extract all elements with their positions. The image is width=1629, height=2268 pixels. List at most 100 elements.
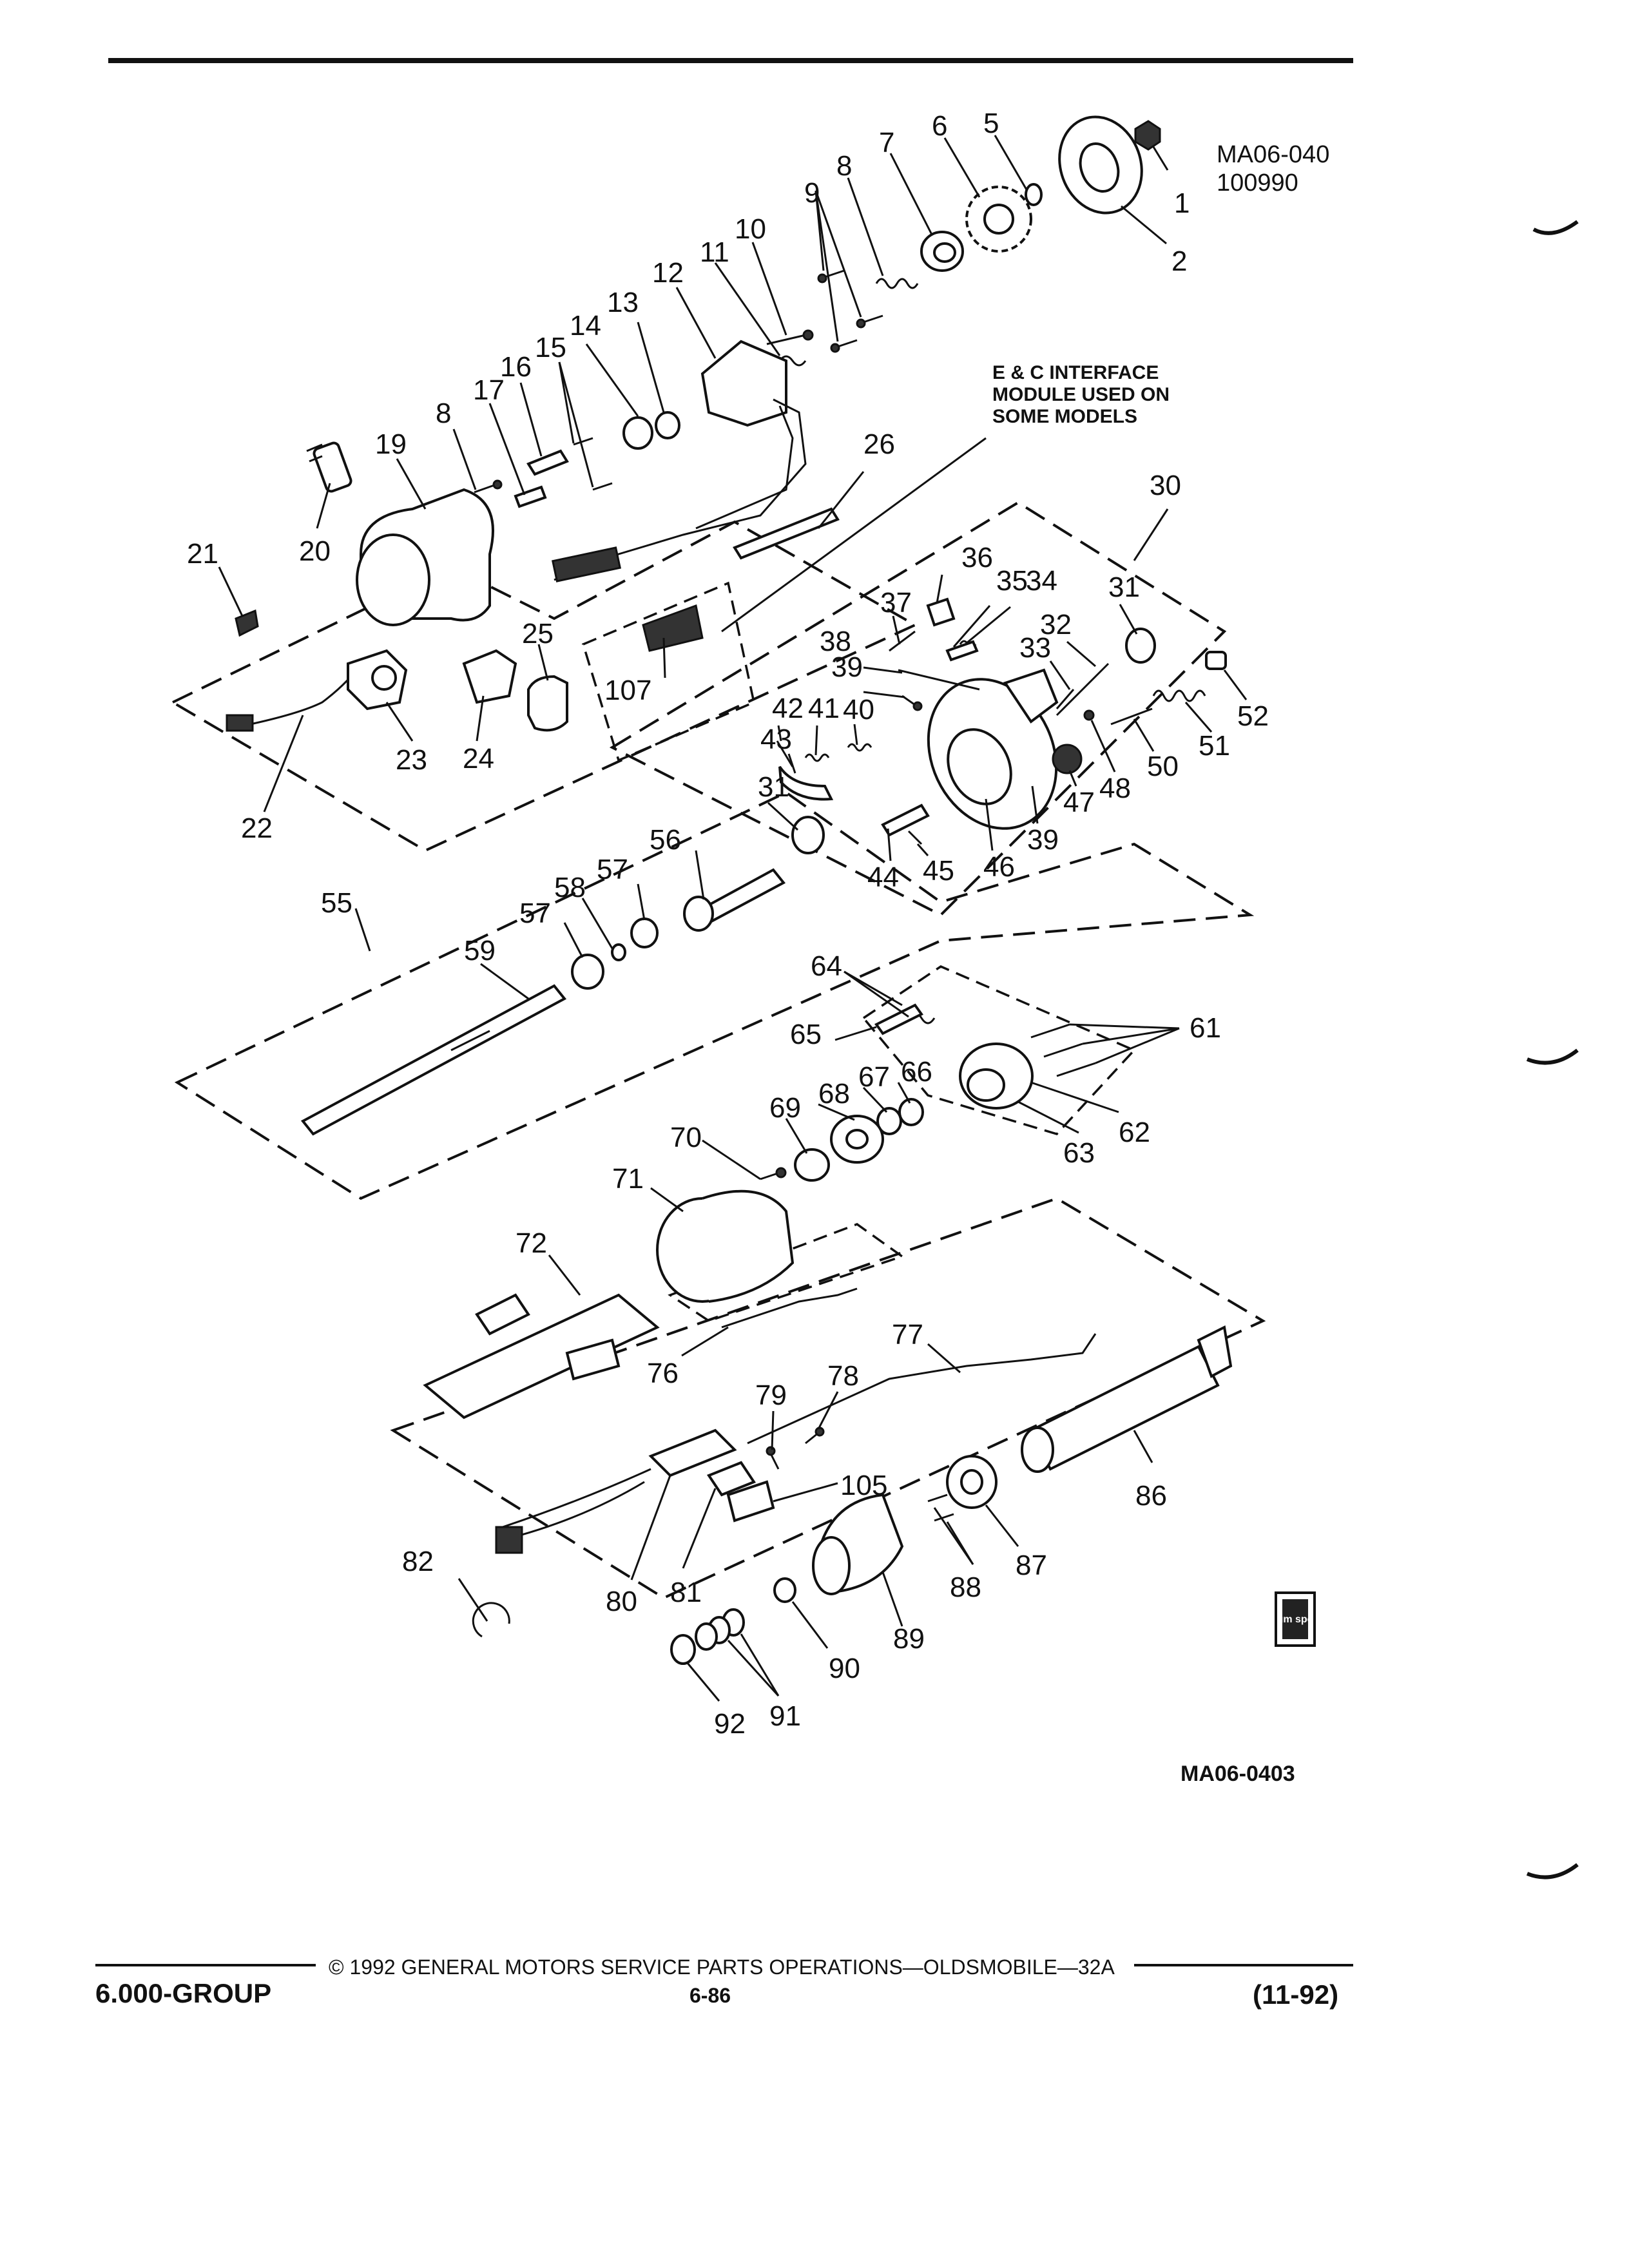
callout-label: 86 — [1135, 1480, 1167, 1512]
part-92-ring — [670, 1634, 696, 1665]
header-date: 100990 — [1217, 169, 1298, 197]
note-line: E & C INTERFACE — [992, 362, 1159, 383]
callout-label: 61 — [1190, 1012, 1221, 1044]
callout-label: 59 — [464, 935, 496, 966]
footer-copyright: © 1992 GENERAL MOTORS SERVICE PARTS OPER… — [329, 1956, 1115, 1979]
part-56-shaft — [683, 868, 786, 932]
part-15-screws — [573, 437, 613, 491]
part-44-rack — [881, 803, 930, 837]
callout-label: 63 — [1063, 1137, 1095, 1169]
part-47-nut — [1052, 744, 1083, 774]
callout-label: 68 — [818, 1078, 850, 1110]
part-7-cam — [920, 231, 964, 272]
edge-mark — [1526, 1863, 1579, 1879]
part-23-switch — [347, 649, 408, 711]
part-25-buzzer — [527, 675, 568, 732]
part-45-pin — [907, 830, 923, 845]
leader-lines — [218, 135, 1248, 1702]
callout-label: 92 — [714, 1708, 746, 1740]
group-outline-shaft — [174, 791, 1255, 1200]
callout-label: 42 — [772, 693, 804, 724]
part-9-screws — [817, 269, 883, 353]
part-6-lock-plate — [965, 186, 1032, 253]
callout-label: 66 — [901, 1056, 932, 1088]
callout-label: 80 — [606, 1586, 637, 1617]
callout-label: 62 — [1119, 1117, 1150, 1148]
callout-label: 39 — [831, 651, 863, 683]
callout-label: 41 — [808, 693, 840, 724]
part-46-lock-housing — [927, 668, 1059, 830]
part-72-jacket — [423, 1293, 660, 1419]
header-code: MA06-040 — [1217, 141, 1329, 168]
part-8-spring — [875, 278, 919, 289]
figure-id: MA06-0403 — [1181, 1762, 1295, 1786]
callout-label: 2 — [1171, 245, 1187, 277]
part-31-bearing-lower — [791, 816, 825, 854]
part-31-bearing — [1125, 628, 1156, 664]
callout-label: 24 — [463, 743, 494, 774]
part-43-lever — [778, 762, 834, 801]
callout-label: 57 — [519, 898, 551, 929]
part-78-screw — [805, 1427, 825, 1445]
part-41-spring — [804, 753, 830, 762]
callout-label: 45 — [923, 855, 954, 887]
note-leader — [721, 437, 987, 633]
part-1-nut — [1134, 120, 1161, 151]
part-57-bearing — [630, 918, 659, 948]
callout-label: 19 — [375, 428, 407, 460]
callout-label: 76 — [647, 1358, 679, 1389]
callout-label: 33 — [1019, 632, 1051, 664]
callout-label: 57 — [597, 854, 628, 885]
callout-label: 82 — [402, 1546, 434, 1577]
part-14-ring — [622, 416, 653, 450]
part-52-bolt — [1205, 651, 1227, 670]
part-26-bracket — [733, 507, 840, 560]
group-outline-bowl — [668, 1223, 905, 1322]
callout-label: 50 — [1147, 751, 1179, 782]
callout-label: 16 — [500, 351, 532, 383]
callout-label: 55 — [321, 887, 352, 919]
callout-label: 25 — [522, 618, 554, 649]
gm-spo-logo: gm spo — [1275, 1591, 1316, 1647]
callout-label: 65 — [790, 1019, 822, 1050]
callout-label: 87 — [1016, 1550, 1047, 1581]
callout-label: 30 — [1150, 470, 1181, 501]
callout-label: 39 — [1027, 824, 1059, 856]
part-13-retainer — [655, 411, 680, 439]
edge-mark — [1532, 220, 1579, 235]
part-16-clip — [526, 449, 569, 476]
note-line: MODULE USED ON — [992, 384, 1170, 405]
callout-label: 7 — [879, 127, 894, 159]
part-48-screw — [1083, 709, 1095, 721]
callout-label: 88 — [950, 1571, 981, 1603]
part-90-washer — [773, 1577, 796, 1603]
part-105-switch — [726, 1480, 775, 1523]
callout-label: 40 — [843, 694, 874, 726]
logo-text: gm spo — [1277, 1614, 1314, 1625]
part-37-rod — [889, 630, 916, 652]
callout-label: 70 — [670, 1122, 702, 1153]
group-outline-lock-housing — [609, 501, 1227, 917]
callout-label: 90 — [829, 1653, 860, 1684]
callout-label: 12 — [652, 257, 684, 289]
footer-page: 6-86 — [689, 1984, 731, 2007]
part-77-rod — [747, 1333, 1097, 1445]
part-22-harness — [226, 663, 362, 732]
callout-label: 31 — [758, 771, 789, 803]
part-21-clip — [235, 609, 259, 637]
part-88-screws — [927, 1494, 954, 1522]
part-39-screw — [901, 695, 923, 711]
callout-label: 71 — [612, 1163, 644, 1195]
callout-label: 35 — [996, 565, 1028, 597]
callout-label: 78 — [827, 1360, 859, 1392]
part-17-clip — [514, 485, 547, 508]
callout-label: 34 — [1026, 565, 1057, 597]
callout-label: 91 — [769, 1700, 801, 1732]
callout-label: 31 — [1108, 572, 1140, 603]
group-outline-gearshift — [862, 965, 1136, 1135]
callout-label: 43 — [760, 724, 792, 755]
part-69-washer — [794, 1148, 830, 1182]
callout-label: 32 — [1040, 609, 1072, 640]
callout-label: 10 — [735, 213, 766, 245]
